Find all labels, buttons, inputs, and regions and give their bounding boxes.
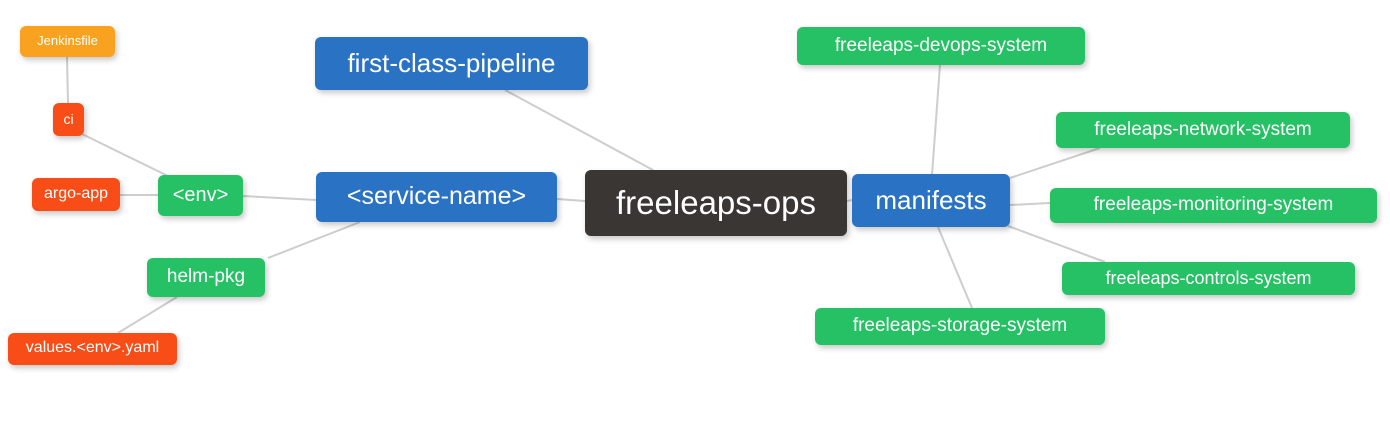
node-label: freeleaps-controls-system	[1105, 267, 1312, 288]
edge-values-env-yaml-to-helm-pkg	[117, 296, 178, 334]
node-values-env-yaml[interactable]: values.<env>.yaml	[8, 333, 177, 365]
edge-first-class-pipeline-to-freeleaps-ops	[504, 89, 654, 171]
node-label: freeleaps-storage-system	[852, 315, 1068, 336]
node-label: <env>	[172, 183, 229, 206]
edge-manifests-to-freeleaps-monitoring-system	[1009, 202, 1051, 206]
node-argo-app[interactable]: argo-app	[32, 178, 120, 211]
edge-freeleaps-ops-to-manifests	[846, 199, 853, 202]
node-label: freeleaps-devops-system	[834, 34, 1048, 56]
node-ci[interactable]: ci	[53, 103, 84, 136]
node-label: first-class-pipeline	[347, 47, 556, 78]
edge-ci-to-env	[81, 133, 169, 177]
node-label: freeleaps-ops	[616, 183, 816, 221]
node-manifests[interactable]: manifests	[852, 174, 1010, 227]
edge-helm-pkg-to-service-name	[267, 221, 361, 259]
node-freeleaps-network-system[interactable]: freeleaps-network-system	[1056, 112, 1350, 148]
node-first-class-pipeline[interactable]: first-class-pipeline	[315, 37, 588, 90]
node-freeleaps-controls-system[interactable]: freeleaps-controls-system	[1062, 262, 1355, 295]
node-jenkinsfile[interactable]: Jenkinsfile	[20, 26, 115, 57]
edge-jenkinsfile-to-ci	[66, 56, 69, 104]
edge-env-to-service-name	[242, 195, 317, 201]
node-label: helm-pkg	[166, 266, 246, 287]
node-env[interactable]: <env>	[158, 175, 243, 216]
node-service-name[interactable]: <service-name>	[316, 172, 557, 222]
node-label: freeleaps-network-system	[1094, 118, 1312, 140]
node-label: <service-name>	[346, 181, 527, 210]
node-freeleaps-ops[interactable]: freeleaps-ops	[585, 170, 847, 236]
edge-manifests-to-freeleaps-network-system	[1009, 147, 1101, 179]
node-label: values.<env>.yaml	[25, 339, 160, 356]
node-freeleaps-devops-system[interactable]: freeleaps-devops-system	[797, 27, 1085, 65]
node-label: freeleaps-monitoring-system	[1093, 194, 1334, 215]
node-label: argo-app	[43, 184, 109, 202]
node-freeleaps-storage-system[interactable]: freeleaps-storage-system	[815, 308, 1105, 345]
node-helm-pkg[interactable]: helm-pkg	[147, 258, 265, 297]
edge-manifests-to-freeleaps-storage-system	[937, 226, 973, 309]
edge-manifests-to-freeleaps-devops-system	[931, 64, 941, 176]
edge-service-name-to-freeleaps-ops	[556, 198, 586, 202]
node-freeleaps-monitoring-system[interactable]: freeleaps-monitoring-system	[1050, 188, 1377, 223]
node-label: manifests	[875, 184, 987, 215]
edge-manifests-to-freeleaps-controls-system	[1007, 225, 1106, 263]
node-label: ci	[63, 110, 74, 127]
node-label: Jenkinsfile	[37, 33, 98, 48]
